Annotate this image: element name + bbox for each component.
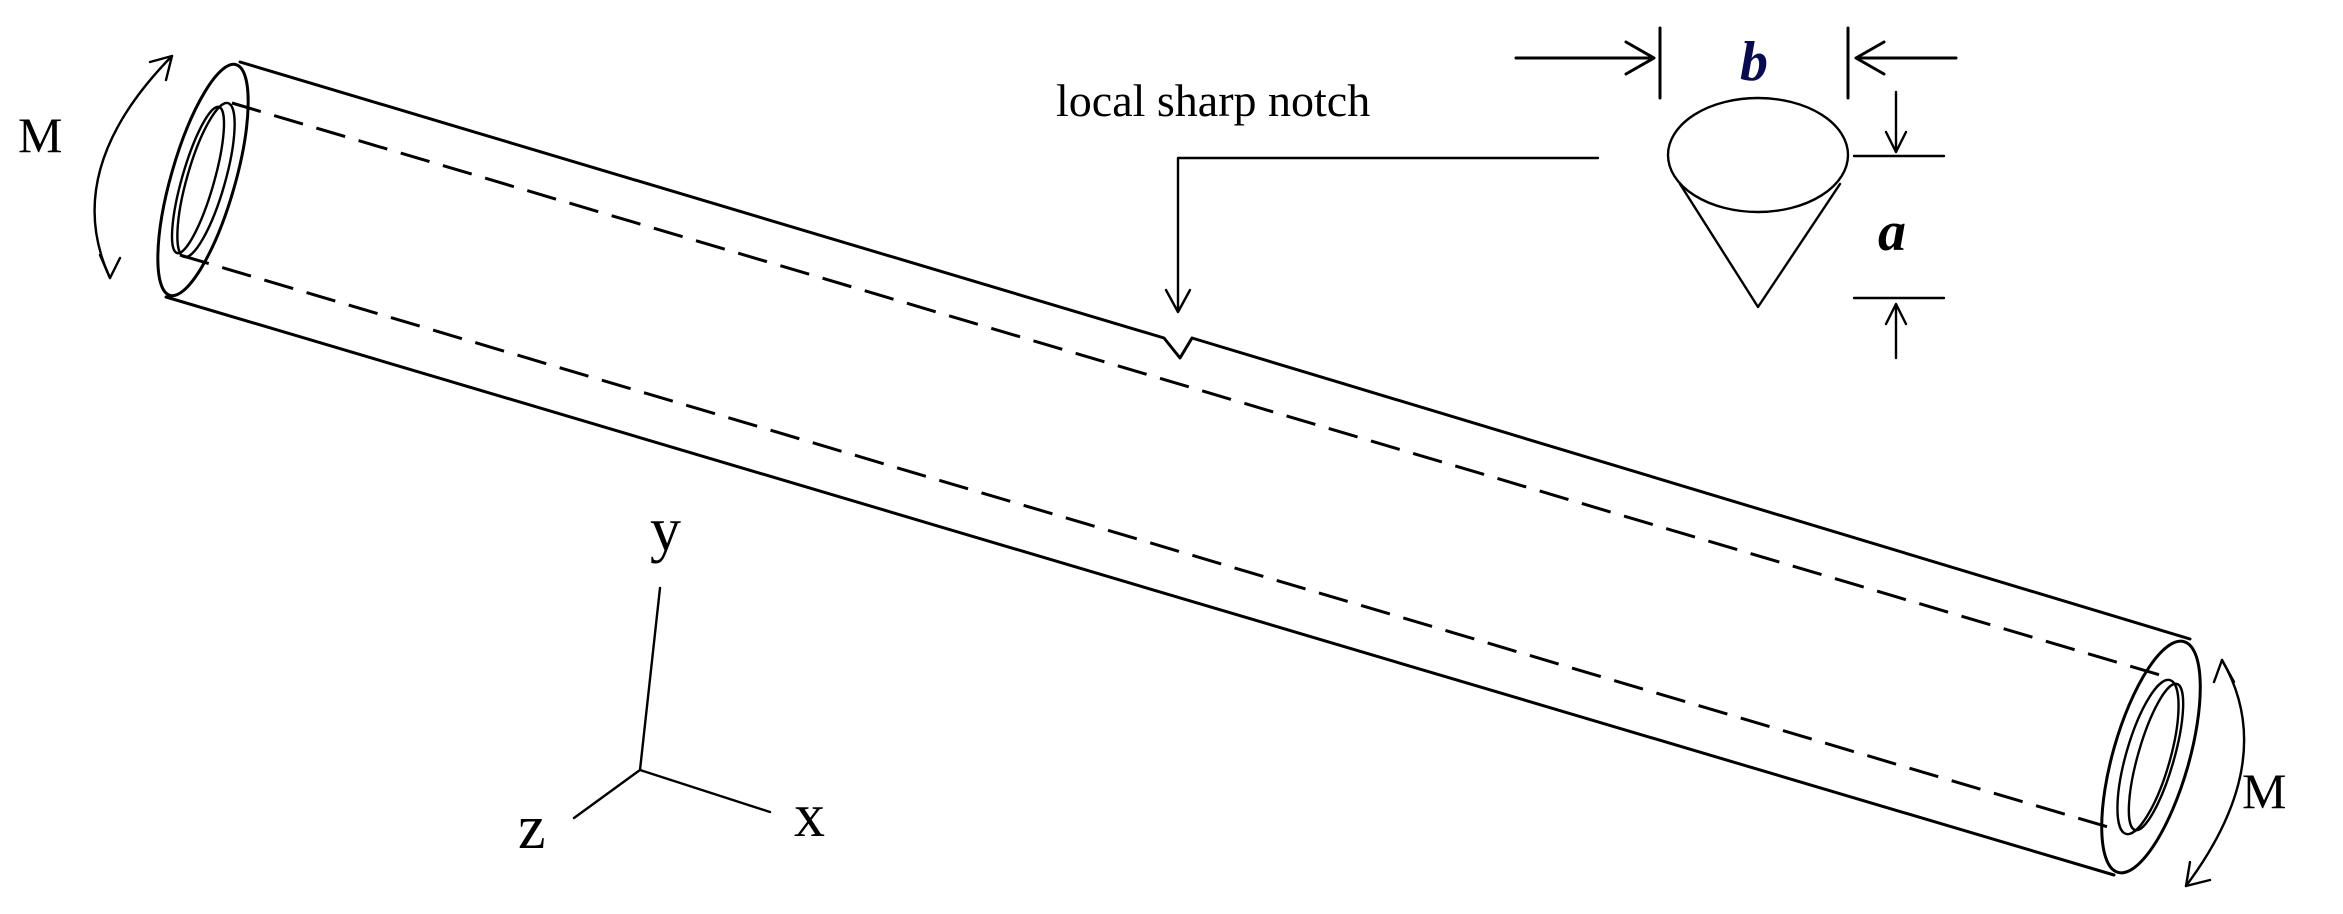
cone-sides (1678, 182, 1842, 309)
axis-x-line (638, 768, 772, 814)
pipe (156, 60, 2202, 877)
pipe-right-end-inner (2116, 678, 2180, 836)
dim-a-bottom-arrowhead (1884, 302, 1908, 326)
pipe-outer-bottom-edge (164, 295, 2116, 877)
axis-y-line (638, 586, 662, 772)
axis-z-line (572, 768, 642, 820)
axis-z-label: z (518, 794, 546, 862)
notch-detail: b a (1514, 26, 1958, 360)
notch-callout: local sharp notch (1056, 75, 1600, 314)
moment-right-label: M (2242, 763, 2286, 819)
moment-left-label: M (18, 107, 62, 163)
dim-a-label: a (1878, 201, 1906, 263)
coordinate-axes: y x z (518, 496, 825, 862)
moment-left-arrowhead-top (148, 54, 174, 82)
dim-a-top-arrowhead (1884, 130, 1908, 154)
pipe-outer-top-edge (238, 60, 2192, 641)
pipe-left-end-inner (176, 101, 236, 259)
pipe-right-end-inner-rim (2127, 682, 2185, 832)
dim-b-right-arrowhead (1854, 40, 1886, 76)
moment-right: M (2184, 658, 2286, 888)
moment-left-arc (93, 54, 174, 280)
moment-left-arrowhead-bottom (98, 253, 122, 280)
axis-x-label: x (794, 782, 825, 850)
cone-top-ellipse (1666, 96, 1850, 214)
dim-b-label: b (1740, 31, 1768, 93)
pipe-right-end-outer (2100, 639, 2202, 875)
pipe-left-end-outer (156, 62, 250, 298)
moment-right-arrowhead-top (2212, 658, 2236, 684)
pipe-inner-bottom-dashed-edge (179, 253, 2119, 832)
pipe-left-end-inner-rim (170, 105, 226, 255)
notch-leader-line (1176, 156, 1600, 312)
moment-right-arrowhead-bottom (2184, 860, 2212, 888)
notch-label: local sharp notch (1056, 75, 1370, 126)
pipe-inner-top-dashed-edge (231, 101, 2171, 680)
notch-leader-arrowhead (1164, 288, 1192, 314)
moment-left: M (18, 54, 174, 280)
dim-b-left-arrowhead (1624, 40, 1656, 76)
axis-y-label: y (650, 496, 681, 564)
moment-right-arc (2184, 658, 2246, 888)
